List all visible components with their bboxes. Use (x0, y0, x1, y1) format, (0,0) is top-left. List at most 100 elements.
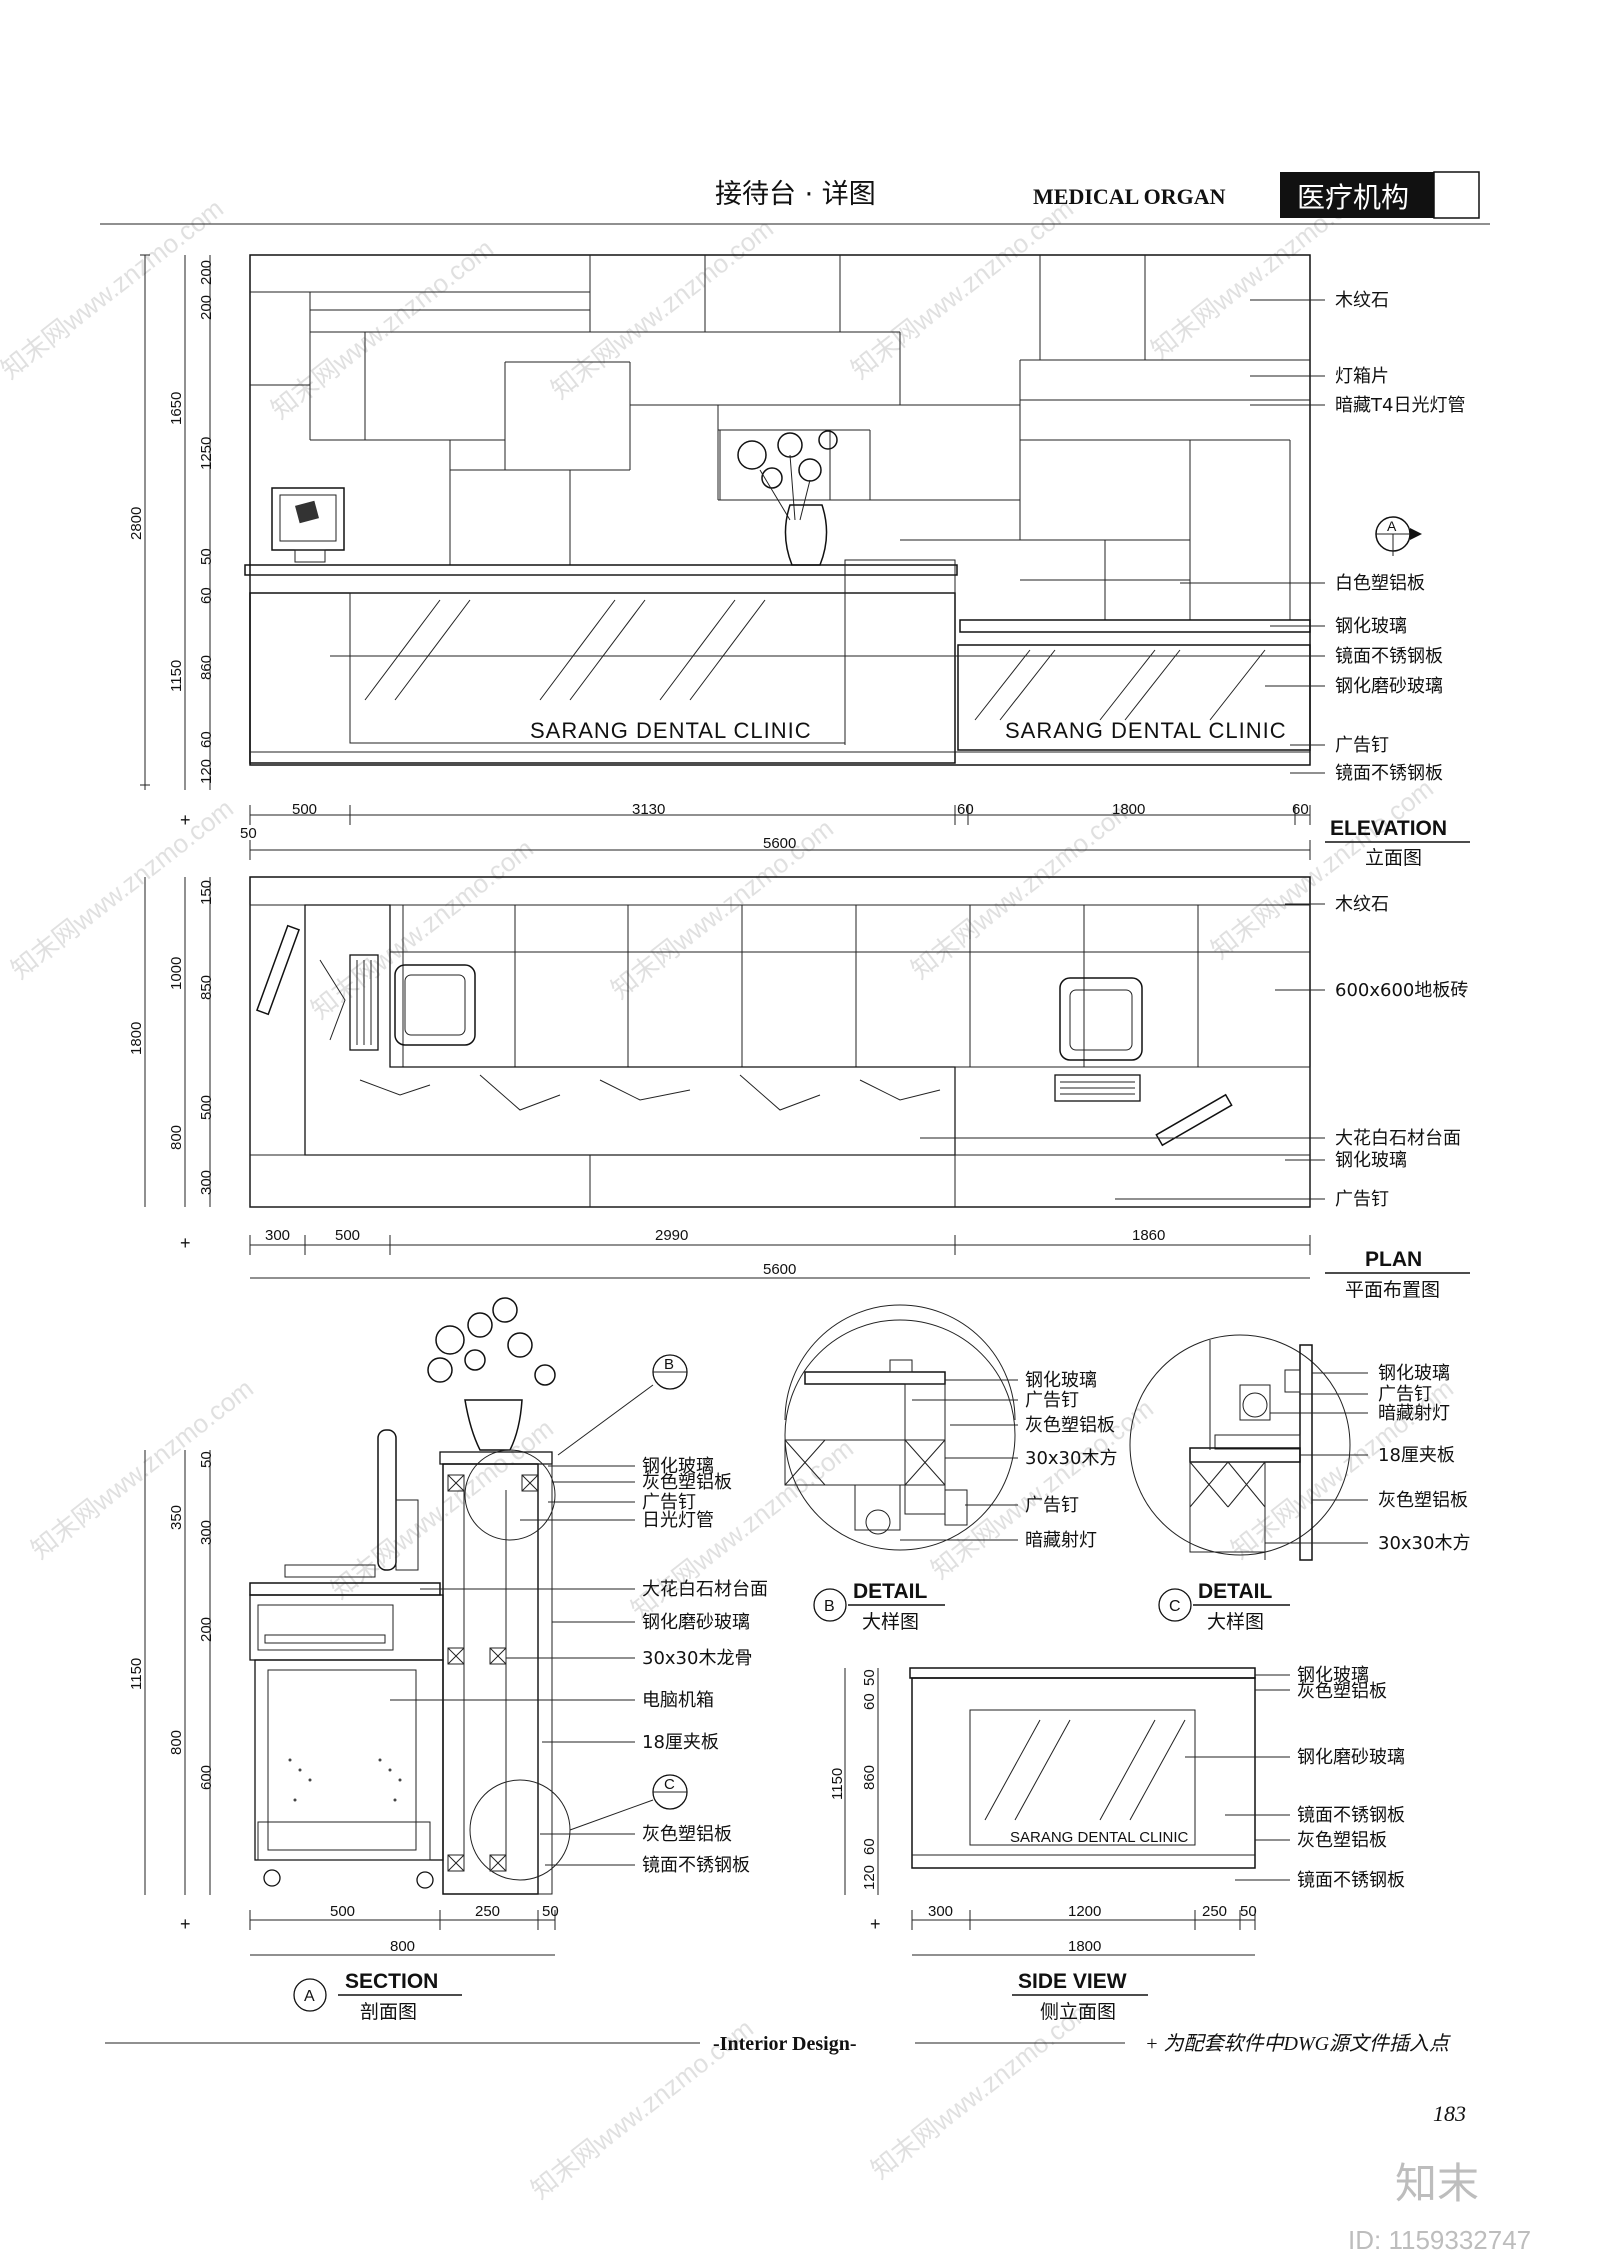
callout-circle-b (464, 1449, 556, 1541)
svg-text:1800: 1800 (1068, 1938, 1101, 1955)
svg-text:大花白石材台面: 大花白石材台面 (642, 1579, 768, 1600)
category-en: MEDICAL ORGAN (1033, 184, 1226, 209)
watermark: 知末网www.znzmo.com (265, 233, 499, 425)
svg-text:120: 120 (198, 759, 215, 784)
svg-text:B: B (664, 1356, 674, 1373)
wood-battens (447, 1474, 539, 1872)
svg-text:1800: 1800 (128, 1022, 145, 1055)
counter-top-white-aluminum (244, 564, 958, 576)
footer-center-text: -Interior Design- (713, 2033, 857, 2055)
spotlight-icon (854, 1484, 901, 1531)
svg-text:1150: 1150 (128, 1658, 145, 1690)
elevation-dims-vertical (140, 254, 211, 790)
svg-text:200: 200 (198, 260, 215, 285)
svg-text:钢化磨砂玻璃: 钢化磨砂玻璃 (1335, 676, 1443, 697)
side-view-dims-horizontal: 300 1200 250 50 1800 (928, 1903, 1257, 1955)
detail-c-view: 钢化玻璃 广告钉 暗藏射灯 18厘夹板 灰色塑铝板 30x30木方 C DETA… (1129, 1334, 1470, 1633)
side-view-title: SIDE VIEW (1018, 1970, 1127, 1993)
svg-text:860: 860 (861, 1765, 878, 1790)
plan-dims-horizontal: 300 500 2990 1860 5600 (265, 1227, 1165, 1278)
svg-text:2800: 2800 (128, 507, 145, 540)
svg-text:+: + (180, 1233, 191, 1253)
monitor-icon (377, 1429, 419, 1571)
svg-text:A: A (304, 1988, 315, 2005)
svg-text:600x600地板砖: 600x600地板砖 (1335, 980, 1468, 1001)
watermark: 知末网www.znzmo.com (25, 1373, 259, 1565)
svg-text:250: 250 (475, 1903, 500, 1920)
svg-text:镜面不锈钢板: 镜面不锈钢板 (1297, 1870, 1405, 1891)
plan-view: 木纹石 600x600地板砖 大花白石材台面 钢化玻璃 广告钉 1800 150… (128, 876, 1470, 1301)
watermark: 知末网www.znzmo.com (905, 793, 1139, 985)
svg-text:3130: 3130 (632, 801, 665, 818)
monitor-icon (271, 487, 345, 563)
svg-text:A: A (1387, 518, 1397, 534)
svg-text:500: 500 (292, 801, 317, 818)
svg-text:钢化玻璃: 钢化玻璃 (1335, 616, 1407, 637)
svg-text:灰色塑铝板: 灰色塑铝板 (1297, 1830, 1387, 1851)
svg-text:60: 60 (198, 731, 215, 748)
svg-text:日光灯管: 日光灯管 (642, 1510, 714, 1531)
computer-case (267, 1669, 417, 1851)
svg-text:钢化玻璃: 钢化玻璃 (1335, 1150, 1407, 1171)
detail-c-labels: 钢化玻璃 广告钉 暗藏射灯 18厘夹板 灰色塑铝板 30x30木方 (1378, 1363, 1470, 1554)
svg-text:广告钉: 广告钉 (1025, 1390, 1079, 1411)
watermark: 知末网www.znzmo.com (0, 193, 229, 385)
svg-text:860: 860 (198, 655, 215, 680)
svg-text:镜面不锈钢板: 镜面不锈钢板 (642, 1855, 750, 1876)
keyboard-icon (1054, 1074, 1141, 1102)
svg-text:30x30木龙骨: 30x30木龙骨 (642, 1648, 752, 1669)
elevation-title: ELEVATION (1330, 817, 1447, 840)
flower-vase-icon (719, 429, 838, 566)
section-dims-horizontal: 500 250 50 800 (330, 1903, 559, 1955)
svg-text:5600: 5600 (763, 1261, 796, 1278)
svg-text:60: 60 (861, 1838, 878, 1855)
detail-b-title: DETAIL (853, 1580, 927, 1603)
svg-text:500: 500 (330, 1903, 355, 1920)
svg-text:1250: 1250 (198, 437, 215, 470)
elevation-dims-horizontal: 500 3130 60 1800 60 50 5600 (240, 801, 1309, 852)
watermark: 知末网www.znzmo.com (545, 213, 779, 405)
svg-text:50: 50 (198, 548, 215, 565)
keyboard-icon (284, 1564, 376, 1578)
tempered-glass-strip (249, 1154, 1311, 1208)
svg-text:广告钉: 广告钉 (1335, 735, 1389, 756)
svg-text:2990: 2990 (655, 1227, 688, 1244)
svg-text:850: 850 (198, 975, 215, 1000)
svg-text:B: B (824, 1598, 835, 1615)
svg-text:电脑机箱: 电脑机箱 (642, 1690, 714, 1711)
page-title: 接待台 · 详图 (715, 179, 876, 210)
chair-icon (1059, 977, 1143, 1061)
svg-text:灰色塑铝板: 灰色塑铝板 (1025, 1415, 1115, 1436)
svg-text:钢化玻璃: 钢化玻璃 (642, 1456, 714, 1477)
svg-text:500: 500 (335, 1227, 360, 1244)
chair-icon (394, 964, 476, 1046)
detail-b-labels: 钢化玻璃 广告钉 灰色塑铝板 30x30木方 广告钉 暗藏射灯 (1025, 1370, 1117, 1551)
svg-text:镜面不锈钢板: 镜面不锈钢板 (1297, 1805, 1405, 1826)
svg-text:50: 50 (1240, 1903, 1257, 1920)
clinic-sign-side: SARANG DENTAL CLINIC (1010, 1829, 1189, 1846)
svg-text:18厘夹板: 18厘夹板 (1378, 1445, 1455, 1466)
svg-text:300: 300 (198, 1170, 215, 1195)
svg-text:1200: 1200 (1068, 1903, 1101, 1920)
spotlight-icon (1242, 1392, 1268, 1418)
section-dims-vertical: 1150 50 350 300 200 800 600 (128, 1451, 215, 1790)
callout-tag-b: B (557, 1354, 688, 1456)
svg-text:灰色塑铝板: 灰色塑铝板 (642, 1472, 732, 1493)
svg-text:钢化玻璃: 钢化玻璃 (1378, 1363, 1450, 1384)
callout-tag-c: C (569, 1774, 688, 1831)
watermark: 知末网www.znzmo.com (325, 1413, 559, 1605)
svg-text:灰色塑铝板: 灰色塑铝板 (642, 1824, 732, 1845)
section-marker-a: A (1375, 516, 1422, 556)
svg-text:30x30木方: 30x30木方 (1025, 1448, 1117, 1469)
svg-text:大花白石材台面: 大花白石材台面 (1335, 1128, 1461, 1149)
page-footer: -Interior Design- + 为配套软件中DWG源文件插入点 183 … (105, 2033, 1531, 2255)
svg-text:1150: 1150 (168, 660, 185, 692)
monitor-plan-icon (256, 924, 300, 1016)
svg-text:50: 50 (542, 1903, 559, 1920)
svg-text:800: 800 (168, 1730, 185, 1755)
section-labels: 钢化玻璃 灰色塑铝板 广告钉 日光灯管 大花白石材台面 钢化磨砂玻璃 30x30… (642, 1456, 768, 1876)
side-view: SARANG DENTAL CLINIC 钢化玻璃 灰色塑铝板 钢化磨砂玻璃 镜… (829, 1665, 1405, 2023)
detail-b-subtitle: 大样图 (862, 1611, 919, 1633)
svg-text:暗藏T4日光灯管: 暗藏T4日光灯管 (1335, 395, 1465, 416)
